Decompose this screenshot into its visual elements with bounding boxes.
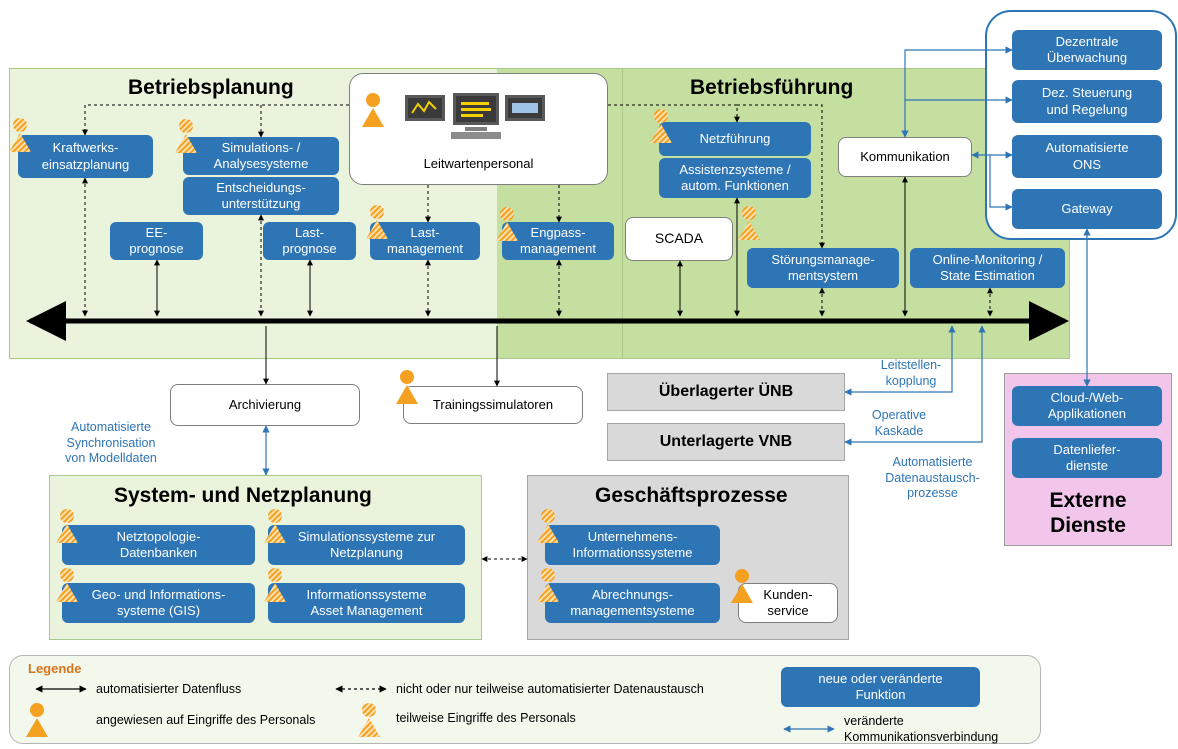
entscheidungsunterstuetzung-box: Entscheidungs- unterstützung xyxy=(183,177,339,215)
gis-box: Geo- und Informations- systeme (GIS) xyxy=(62,583,255,623)
operative-kaskade-note: Operative Kaskade xyxy=(871,408,927,438)
partial-person-icon-gis xyxy=(56,568,78,602)
person-icon-legend-full xyxy=(26,703,48,737)
betriebsfuehrung-title: Betriebsführung xyxy=(690,76,854,99)
unternehmens-informationssysteme-box: Unternehmens- Informationssysteme xyxy=(545,525,720,565)
leitwarte-label: Leitwartenpersonal xyxy=(423,155,534,171)
ee-prognose-box: EE- prognose xyxy=(110,222,203,260)
datenaustausch-note: Automatisierte Datenaustausch- prozesse xyxy=(885,455,980,501)
legend-partial-text: teilweise Eingriffe des Personals xyxy=(396,711,576,725)
partial-person-icon-engpass xyxy=(496,207,518,241)
monitor-workstation-icon xyxy=(405,93,545,139)
simulation-analyse-box: Simulations- / Analysesysteme xyxy=(183,137,339,175)
engpass-management-box: Engpass- management xyxy=(502,222,614,260)
abrechnungsmanagement-box: Abrechnungs- managementsysteme xyxy=(545,583,720,623)
netztopologie-box: Netztopologie- Datenbanken xyxy=(62,525,255,565)
betriebsplanung-title: Betriebsplanung xyxy=(128,76,294,99)
partial-person-icon-topologie xyxy=(56,509,78,543)
partial-person-icon-unternehmen xyxy=(537,509,559,543)
datenlieferdienste-box: Datenliefer- dienste xyxy=(1012,438,1162,478)
partial-person-icon-lastmgmt xyxy=(366,205,388,239)
leitstellenkopplung-note: Leitstellen- kopplung xyxy=(880,358,942,388)
simulationssysteme-netzplanung-box: Simulationssysteme zur Netzplanung xyxy=(268,525,465,565)
online-monitoring-box: Online-Monitoring / State Estimation xyxy=(910,248,1065,288)
gateway-box: Gateway xyxy=(1012,189,1162,229)
stoerungsmanagement-box: Störungsmanage- mentsystem xyxy=(747,248,899,288)
kommunikation-box: Kommunikation xyxy=(838,137,972,177)
last-prognose-box: Last- prognose xyxy=(263,222,356,260)
legend-manual-flow-text: nicht oder nur teilweise automatisierter… xyxy=(396,682,704,696)
geschaeftsprozesse-title: Geschäftsprozesse xyxy=(595,484,788,507)
person-icon-kundenservice xyxy=(731,569,753,603)
legend-personal-text: angewiesen auf Eingriffe des Personals xyxy=(96,713,316,727)
dezentrale-steuerung-box: Dez. Steuerung und Regelung xyxy=(1012,80,1162,123)
person-icon-training xyxy=(396,370,418,404)
netzfuehrung-box: Netzführung xyxy=(659,122,811,156)
partial-person-icon-simulation xyxy=(175,119,197,153)
legend-auto-flow-text: automatisierter Datenfluss xyxy=(96,682,242,696)
synchronisation-note: Automatisierte Synchronisation von Model… xyxy=(65,420,157,466)
automatisierte-ons-box: Automatisierte ONS xyxy=(1012,135,1162,178)
scada-box: SCADA xyxy=(625,217,733,261)
partial-person-icon-abrechnung xyxy=(537,568,559,602)
legend-changed-comm-text: veränderte Kommunikationsverbindung xyxy=(844,714,999,744)
trainingssimulatoren-box: Trainingssimulatoren xyxy=(403,386,583,424)
asset-management-box: Informationssysteme Asset Management xyxy=(268,583,465,623)
partial-person-icon-netzfuehrung xyxy=(650,109,672,143)
legend-title: Legende xyxy=(28,661,82,676)
system-netzplanung-title: System- und Netzplanung xyxy=(114,484,372,507)
externe-dienste-title: Externe Dienste xyxy=(1049,489,1127,538)
partial-person-icon-kraftwerk xyxy=(9,118,31,152)
last-management-box: Last- management xyxy=(370,222,480,260)
partial-person-icon-asset xyxy=(264,568,286,602)
legend-new-function-box: neue oder veränderte Funktion xyxy=(781,667,980,707)
person-icon-leitwarte xyxy=(362,93,384,127)
vnb-box: Unterlagerte VNB xyxy=(607,423,845,461)
kundenservice-box: Kunden- service xyxy=(738,583,838,623)
archivierung-box: Archivierung xyxy=(170,384,360,426)
uenb-box: Überlagerter ÜNB xyxy=(607,373,845,411)
dezentrale-ueberwachung-box: Dezentrale Überwachung xyxy=(1012,30,1162,70)
partial-person-icon-legend xyxy=(358,703,380,737)
cloud-web-box: Cloud-/Web- Applikationen xyxy=(1012,386,1162,426)
partial-person-icon-simulation-netz xyxy=(264,509,286,543)
assistenzsysteme-box: Assistenzsysteme / autom. Funktionen xyxy=(659,158,811,198)
partial-person-icon-assistenz xyxy=(738,206,760,240)
kraftwerkseinsatzplanung-box: Kraftwerks- einsatzplanung xyxy=(18,135,153,178)
